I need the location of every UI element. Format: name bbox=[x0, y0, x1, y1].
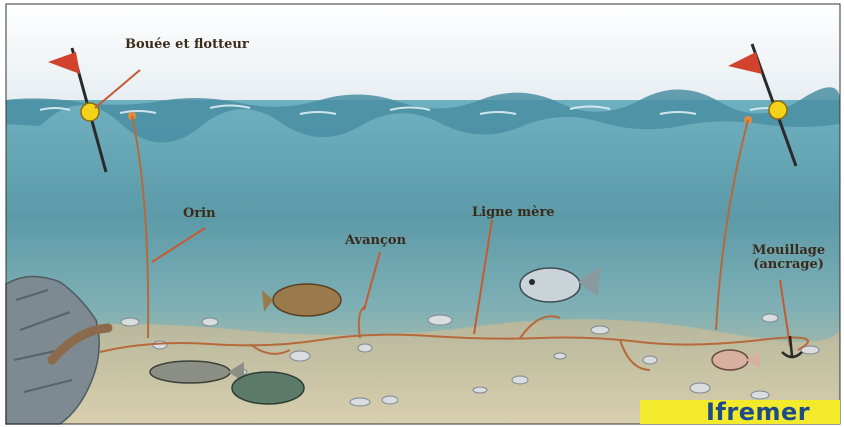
ifremer-logo: Ifremer bbox=[706, 398, 810, 426]
label-mouillage-line1: Mouillage bbox=[752, 244, 825, 258]
label-mouillage: Mouillage (ancrage) bbox=[752, 244, 825, 273]
label-ligne-mere: Ligne mère bbox=[472, 206, 555, 220]
flatfish-bottom bbox=[232, 372, 304, 404]
label-buoy: Bouée et flotteur bbox=[125, 38, 249, 52]
label-orin: Orin bbox=[183, 207, 216, 221]
label-avancon: Avançon bbox=[345, 234, 406, 248]
label-mouillage-line2: (ancrage) bbox=[752, 258, 825, 272]
